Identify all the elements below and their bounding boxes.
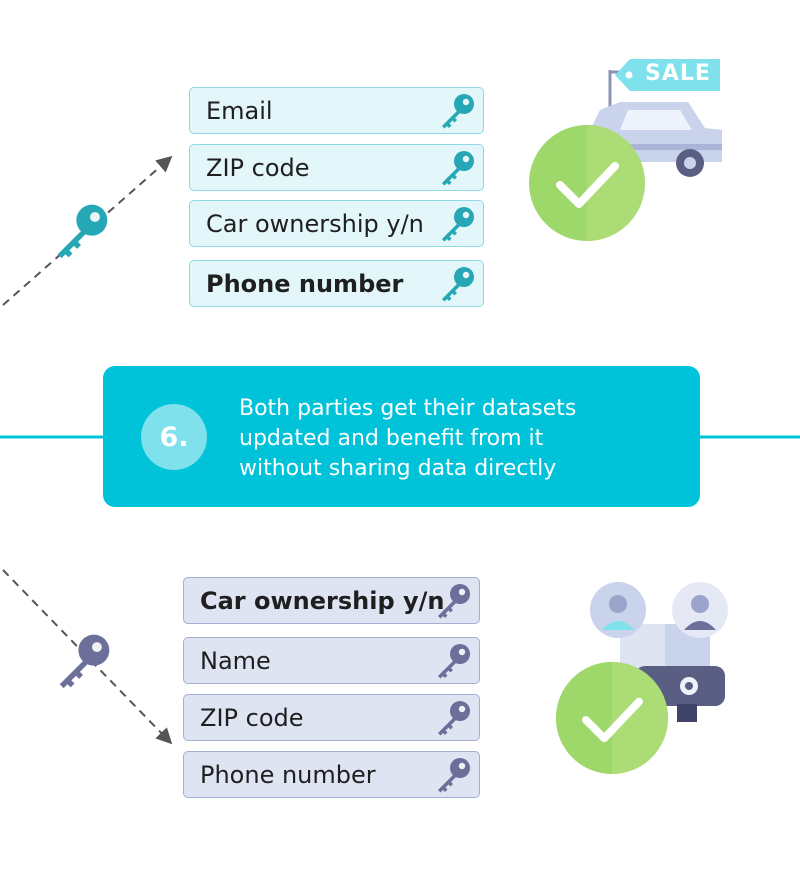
key-icon [433, 698, 473, 738]
banner-line: without sharing data directly [239, 456, 557, 481]
key-icon [433, 581, 473, 621]
field-label: Email [206, 96, 273, 125]
data-field: Name [183, 637, 480, 684]
checkmark-icon [529, 125, 645, 241]
data-field: Email [189, 87, 484, 134]
field-label: Phone number [200, 760, 376, 789]
dashed-arrow-top [2, 155, 173, 306]
banner-line: Both parties get their datasets [239, 396, 577, 421]
checkmark-icon [555, 661, 669, 775]
step-banner: 6. Both parties get their datasets updat… [103, 366, 700, 507]
step-number: 6. [141, 404, 207, 470]
key-icon [50, 200, 112, 262]
field-label: Car ownership y/n [206, 209, 424, 238]
field-label: Name [200, 646, 271, 675]
data-field: ZIP code [183, 694, 480, 741]
key-icon [437, 204, 477, 244]
people-vehicle-illustration [590, 582, 728, 722]
key-icon [52, 630, 114, 692]
field-label: ZIP code [206, 153, 310, 182]
data-field: Car ownership y/n [183, 577, 480, 624]
person-icon [590, 582, 646, 638]
key-icon [437, 91, 477, 131]
data-field: Car ownership y/n [189, 200, 484, 247]
data-field: ZIP code [189, 144, 484, 191]
key-icon [437, 148, 477, 188]
field-label: Phone number [206, 269, 404, 298]
field-label: ZIP code [200, 703, 304, 732]
key-icon [433, 641, 473, 681]
sale-tag-icon [608, 59, 720, 112]
person-icon [672, 582, 728, 638]
key-icon [437, 264, 477, 304]
sale-tag-label: SALE [645, 61, 711, 86]
data-field: Phone number [183, 751, 480, 798]
banner-line: updated and benefit from it [239, 426, 544, 451]
data-field: Phone number [189, 260, 484, 307]
field-label: Car ownership y/n [200, 586, 445, 615]
banner-text: Both parties get their datasets updated … [239, 394, 669, 484]
key-icon [433, 755, 473, 795]
